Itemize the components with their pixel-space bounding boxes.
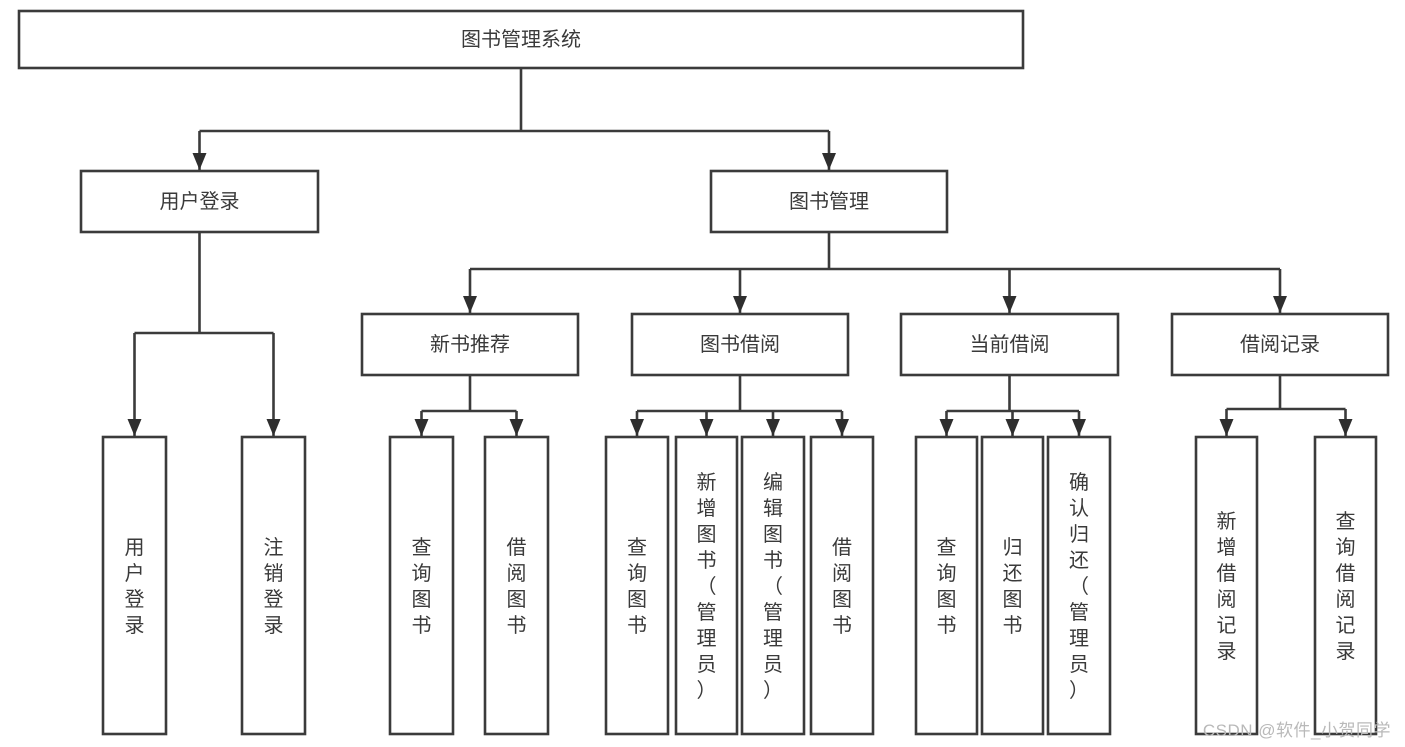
node-box[interactable] — [674, 435, 739, 736]
node-box[interactable] — [980, 435, 1045, 736]
node-leaf-confirm-return-admin[interactable]: 确认归还（管理员） — [1046, 435, 1112, 736]
node-box[interactable] — [899, 312, 1120, 377]
node-box[interactable] — [1170, 312, 1390, 377]
arrow-head-icon — [1273, 296, 1287, 313]
node-label: 新书推荐 — [430, 333, 510, 356]
node-label: 图书管理系统 — [461, 28, 581, 51]
watermark-label: CSDN @软件_小贺同学 — [1202, 721, 1391, 740]
node-box[interactable] — [240, 435, 307, 736]
node-leaf-query-book-2[interactable]: 查询图书 — [604, 435, 670, 736]
arrow-head-icon — [939, 419, 954, 436]
node-box[interactable] — [604, 435, 670, 736]
node-label: 借阅图书 — [832, 536, 852, 637]
node-leaf-query-book-1[interactable]: 查询图书 — [388, 435, 455, 736]
edge-group-user-login — [127, 232, 281, 436]
node-box[interactable] — [388, 435, 455, 736]
node-label: 用户登录 — [125, 537, 145, 637]
node-leaf-logout-login[interactable]: 注销登录 — [240, 435, 307, 736]
connectors-layer — [127, 68, 1353, 436]
arrow-head-icon — [1219, 419, 1234, 436]
node-new-book-recommend[interactable]: 新书推荐 — [360, 312, 580, 377]
edge-group-book-manage — [463, 232, 1287, 313]
arrow-head-icon — [1005, 419, 1020, 436]
edge-group-current-borrow — [939, 375, 1086, 436]
node-leaf-add-borrow-record[interactable]: 新增借阅记录 — [1194, 435, 1259, 736]
node-current-borrow[interactable]: 当前借阅 — [899, 312, 1120, 377]
node-box[interactable] — [630, 312, 850, 377]
arrow-head-icon — [192, 153, 207, 170]
node-box[interactable] — [79, 169, 320, 234]
node-leaf-user-login[interactable]: 用户登录 — [101, 435, 168, 736]
arrow-head-icon — [630, 419, 644, 436]
node-label: 查询借阅记录 — [1336, 510, 1356, 663]
node-user-login[interactable]: 用户登录 — [79, 169, 320, 234]
node-book-borrow[interactable]: 图书借阅 — [630, 312, 850, 377]
node-box[interactable] — [101, 435, 168, 736]
edge-group-new-book-recommend — [414, 375, 524, 436]
node-label: 借阅记录 — [1240, 333, 1320, 356]
node-box[interactable] — [483, 435, 550, 736]
node-root[interactable]: 图书管理系统 — [17, 9, 1025, 70]
node-box[interactable] — [809, 435, 875, 736]
edge-group-root — [192, 68, 836, 170]
arrow-head-icon — [414, 419, 429, 436]
arrow-head-icon — [509, 419, 524, 436]
node-label: 图书借阅 — [700, 333, 780, 356]
arrow-head-icon — [822, 153, 836, 170]
node-leaf-borrow-book-1[interactable]: 借阅图书 — [483, 435, 550, 736]
nodes-layer: 图书管理系统用户登录图书管理新书推荐图书借阅当前借阅借阅记录用户登录注销登录查询… — [17, 9, 1390, 736]
arrow-head-icon — [1002, 296, 1017, 313]
node-borrow-record[interactable]: 借阅记录 — [1170, 312, 1390, 377]
node-label: 编辑图书（管理员） — [763, 471, 783, 702]
node-label: 新增图书（管理员） — [697, 471, 717, 702]
arrow-head-icon — [266, 419, 281, 436]
node-label: 确认归还（管理员） — [1069, 471, 1089, 702]
arrow-head-icon — [463, 296, 477, 313]
arrow-head-icon — [835, 419, 849, 436]
node-box[interactable] — [1313, 435, 1378, 736]
node-box[interactable] — [1046, 435, 1112, 736]
node-box[interactable] — [709, 169, 949, 234]
node-box[interactable] — [360, 312, 580, 377]
node-label: 查询图书 — [937, 536, 957, 637]
node-label: 归还图书 — [1003, 536, 1023, 637]
node-leaf-query-borrow-record[interactable]: 查询借阅记录 — [1313, 435, 1378, 736]
node-box[interactable] — [17, 9, 1025, 70]
node-label: 用户登录 — [160, 190, 240, 213]
node-leaf-borrow-book-2[interactable]: 借阅图书 — [809, 435, 875, 736]
node-box[interactable] — [914, 435, 979, 736]
node-label: 当前借阅 — [970, 333, 1050, 356]
arrow-head-icon — [127, 419, 142, 436]
node-leaf-return-book[interactable]: 归还图书 — [980, 435, 1045, 736]
node-label: 新增借阅记录 — [1217, 510, 1237, 663]
node-book-manage[interactable]: 图书管理 — [709, 169, 949, 234]
node-leaf-add-book-admin[interactable]: 新增图书（管理员） — [674, 435, 739, 736]
arrow-head-icon — [1072, 419, 1086, 436]
node-box[interactable] — [1194, 435, 1259, 736]
arrow-head-icon — [766, 419, 780, 436]
arrow-head-icon — [733, 296, 747, 313]
node-label: 图书管理 — [789, 190, 869, 213]
node-label: 查询图书 — [412, 536, 432, 637]
edge-group-book-borrow — [630, 375, 849, 436]
node-label: 注销登录 — [264, 536, 284, 637]
arrow-head-icon — [699, 419, 714, 436]
edge-group-borrow-record — [1219, 375, 1353, 436]
arrow-head-icon — [1338, 419, 1353, 436]
node-box[interactable] — [740, 435, 806, 736]
node-leaf-edit-book-admin[interactable]: 编辑图书（管理员） — [740, 435, 806, 736]
node-leaf-query-book-3[interactable]: 查询图书 — [914, 435, 979, 736]
node-label: 查询图书 — [627, 536, 647, 637]
node-label: 借阅图书 — [507, 536, 527, 637]
